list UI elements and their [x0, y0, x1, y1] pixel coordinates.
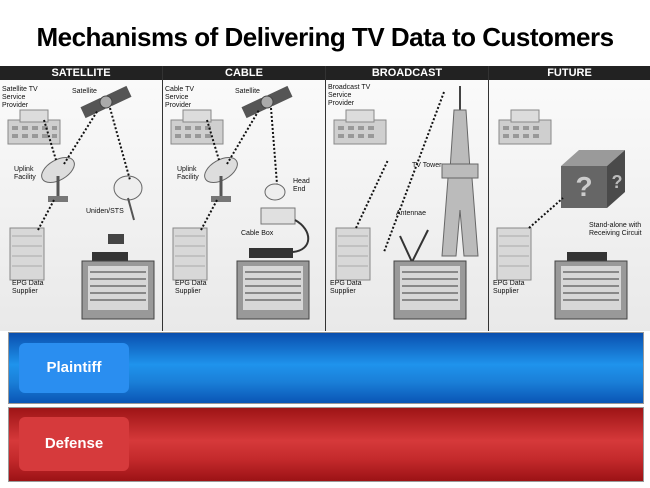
- label-antenna: Antennae: [396, 210, 426, 217]
- future-diagram: ? ?: [496, 109, 628, 320]
- provider-building-icon: [7, 109, 61, 145]
- panel-header-satellite: SATELLITE: [0, 66, 162, 80]
- receiving-box-icon: [567, 252, 607, 261]
- signal-path-lines: [37, 107, 131, 231]
- settop-box-icon: [92, 252, 128, 261]
- panel-broadcast: BROADCAST: [326, 66, 489, 331]
- label-supplier: EPG Data Supplier: [175, 280, 207, 295]
- broadcast-diagram: [333, 86, 479, 320]
- tv-tower-icon: [441, 86, 479, 257]
- label-provider: Broadcast TV Service Provider: [328, 84, 371, 107]
- television-icon: [393, 260, 467, 320]
- panel-satellite: SATELLITE: [0, 66, 163, 331]
- satellite-icon: [80, 85, 132, 119]
- label-head-end: Head End: [293, 178, 310, 193]
- provider-building-icon: [498, 109, 552, 145]
- television-icon: [81, 260, 155, 320]
- uplink-dish-icon: [41, 157, 75, 202]
- label-cable-box: Cable Box: [241, 230, 274, 237]
- plaintiff-band: Plaintiff: [8, 332, 644, 404]
- panel-cable: CABLE: [163, 66, 326, 331]
- label-uplink: Uplink Facility: [177, 166, 199, 181]
- panel-header-broadcast: BROADCAST: [326, 66, 488, 80]
- question-cube-icon: ? ?: [561, 150, 625, 208]
- delivery-mechanisms-panels: SATELLITE: [0, 66, 650, 331]
- svg-text:?: ?: [575, 171, 592, 202]
- label-receiver: Uniden/STS: [86, 208, 124, 215]
- provider-building-icon: [170, 109, 224, 145]
- cable-diagram: [170, 85, 310, 320]
- epg-server-icon: [172, 227, 208, 281]
- label-provider: Satellite TV Service Provider: [2, 86, 38, 109]
- antenna-icon: [399, 229, 429, 263]
- svg-text:?: ?: [612, 172, 623, 192]
- label-supplier: EPG Data Supplier: [493, 280, 525, 295]
- page-title: Mechanisms of Delivering TV Data to Cust…: [36, 22, 614, 52]
- provider-building-icon: [333, 109, 387, 145]
- defense-band: Defense: [8, 407, 644, 482]
- receiver-dish-icon: [113, 175, 143, 221]
- television-icon: [236, 260, 310, 320]
- television-icon: [554, 260, 628, 320]
- epg-server-icon: [496, 227, 532, 281]
- uniden-receiver-icon: [108, 234, 124, 244]
- plaintiff-label: Plaintiff: [19, 343, 129, 393]
- signal-path-lines: [528, 197, 564, 229]
- signal-path-lines: [355, 91, 445, 253]
- label-tv-tower: TV Tower: [412, 162, 442, 169]
- panel-header-future: FUTURE: [489, 66, 650, 80]
- cable-line: [292, 219, 310, 253]
- panel-future: FUTURE ? ?: [489, 66, 650, 331]
- head-end-icon: [260, 183, 296, 225]
- satellite-diagram: [7, 85, 155, 320]
- uplink-dish-icon: [204, 157, 238, 202]
- cable-box-icon: [249, 248, 293, 258]
- label-supplier: EPG Data Supplier: [330, 280, 362, 295]
- epg-server-icon: [335, 227, 371, 281]
- label-provider: Cable TV Service Provider: [165, 86, 195, 109]
- label-satellite: Satellite: [72, 88, 97, 95]
- label-supplier: EPG Data Supplier: [12, 280, 44, 295]
- label-satellite: Satellite: [235, 88, 260, 95]
- signal-path-lines: [200, 107, 278, 231]
- label-standalone: Stand-alone with Receiving Circuit: [589, 222, 642, 237]
- panel-header-cable: CABLE: [163, 66, 325, 80]
- defense-label: Defense: [19, 417, 129, 471]
- satellite-icon: [241, 85, 293, 119]
- label-uplink: Uplink Facility: [14, 166, 36, 181]
- epg-server-icon: [9, 227, 45, 281]
